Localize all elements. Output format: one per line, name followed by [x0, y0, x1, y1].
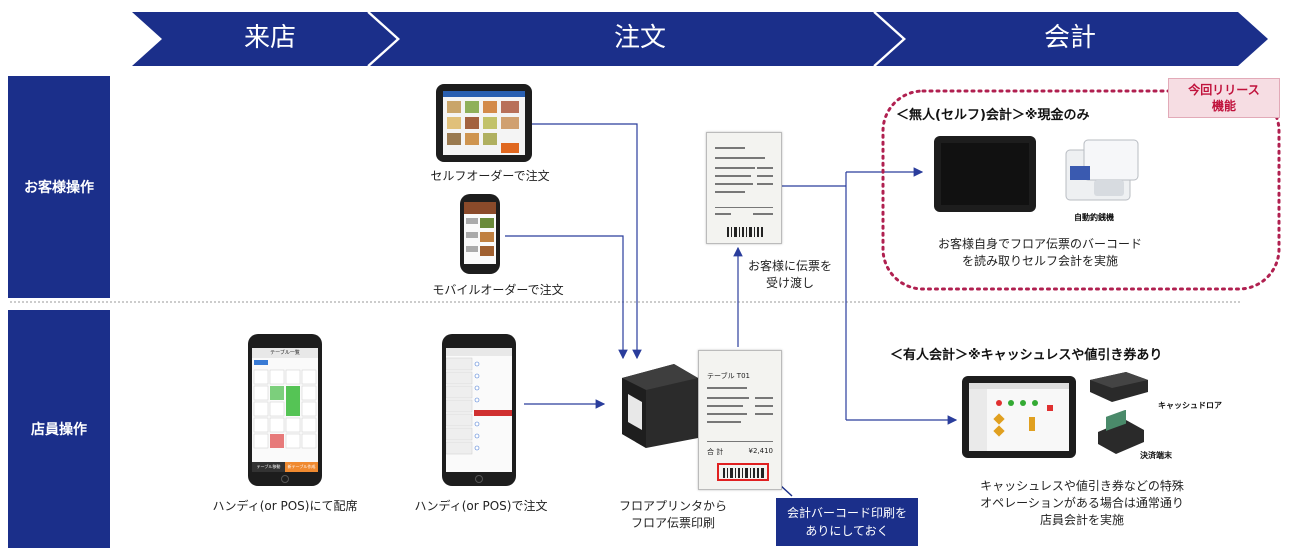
printer-caption: フロアプリンタから フロア伝票印刷 — [608, 498, 738, 532]
mobile-order-caption: モバイルオーダーで注文 — [432, 283, 564, 297]
process-header — [132, 11, 1268, 67]
new-table-button[interactable]: 新テーブル作成 — [285, 462, 318, 472]
barcode-callout-line2: ありにしておく — [805, 524, 889, 538]
barcode-icon — [723, 468, 764, 478]
payment-terminal — [1098, 410, 1144, 454]
handover-caption-line2: 受け渡し — [765, 276, 814, 290]
barcode-callout-line1: 会計バーコード印刷を — [786, 506, 907, 520]
mobile-menu-screen — [464, 202, 496, 256]
staff-checkout-caption-line3: 店員会計を実施 — [1039, 513, 1124, 527]
handy-seat-phone: テーブル一覧 テーブル移動 新テーブル作成 — [248, 334, 322, 486]
handy-order-phone — [442, 334, 516, 486]
table-grid — [253, 360, 317, 449]
step-checkout-label: 会計 — [1043, 23, 1096, 53]
handover-caption-line1: お客様に伝票を — [747, 259, 832, 273]
self-checkout-tablet — [934, 136, 1036, 212]
menu-screen — [443, 91, 525, 153]
staff-checkout-caption: キャッシュレスや値引き券などの特殊 オペレーションがある場合は通常通り 店員会計… — [952, 478, 1212, 529]
pos-tablet — [962, 376, 1076, 458]
table-list-title: テーブル一覧 — [252, 348, 318, 358]
cash-drawer — [1090, 372, 1148, 402]
receipt-total-value: ¥2,410 — [748, 447, 774, 455]
step-visit-chevron — [132, 12, 398, 66]
pos-floor-screen — [969, 383, 1069, 451]
staff-checkout-caption-line1: キャッシュレスや値引き券などの特殊 — [980, 479, 1184, 493]
barcode-callout: 会計バーコード印刷を ありにしておく — [776, 498, 918, 546]
row-label-customer: お客様操作 — [8, 76, 110, 298]
floor-printer — [622, 364, 698, 448]
release-badge-line1: 今回リリース — [1188, 83, 1260, 97]
row-label-staff: 店員操作 — [8, 310, 110, 548]
barcode-highlight — [717, 463, 769, 481]
printer-caption-line2: フロア伝票印刷 — [630, 516, 715, 530]
receipt-lower: テーブル T01 合 計 ¥2,410 — [698, 350, 782, 490]
auto-change-machine — [1065, 139, 1139, 201]
barcode-icon — [727, 227, 763, 237]
self-order-tablet — [436, 84, 532, 162]
move-table-button[interactable]: テーブル移動 — [252, 462, 285, 472]
self-checkout-caption-line2: を読み取りセルフ会計を実施 — [961, 254, 1118, 268]
staff-checkout-caption-line2: オペレーションがある場合は通常通り — [980, 496, 1184, 510]
self-checkout-caption: お客様自身でフロア伝票のバーコード を読み取りセルフ会計を実施 — [920, 236, 1160, 270]
self-checkout-heading: ＜無人(セルフ)会計＞※現金のみ — [896, 108, 1090, 123]
payment-terminal-label: 決済端末 — [1140, 451, 1172, 460]
receipt-table: テーブル T01 — [707, 372, 750, 380]
staff-checkout-heading: ＜有人会計＞※キャッシュレスや値引き券あり — [890, 348, 1163, 363]
order-entry-screen — [446, 348, 512, 455]
step-visit-label: 来店 — [243, 23, 296, 53]
handy-seat-caption: ハンディ(or POS)にて配席 — [212, 499, 358, 513]
receipt-total-label: 合 計 — [707, 448, 724, 456]
printer-caption-line1: フロアプリンタから — [618, 499, 727, 513]
self-checkout-caption-line1: お客様自身でフロア伝票のバーコード — [937, 237, 1142, 251]
mobile-order-phone — [460, 194, 500, 274]
handy-order-caption: ハンディ(or POS)で注文 — [414, 499, 548, 513]
release-badge-line2: 機能 — [1211, 99, 1236, 113]
self-checkout-dotted-frame — [881, 89, 1281, 291]
cash-drawer-label: キャッシュドロア — [1158, 401, 1222, 410]
step-checkout-chevron — [876, 12, 1268, 66]
row-divider — [10, 301, 1240, 303]
receipt-upper — [706, 132, 782, 244]
row-label-customer-text: お客様操作 — [24, 180, 94, 196]
step-order-chevron — [370, 12, 904, 66]
step-order-label: 注文 — [613, 23, 666, 53]
release-badge: 今回リリース 機能 — [1168, 78, 1280, 118]
handover-caption: お客様に伝票を 受け渡し — [730, 258, 850, 292]
auto-change-machine-label: 自動釣銭機 — [1074, 213, 1114, 222]
row-label-staff-text: 店員操作 — [31, 422, 87, 438]
self-order-caption: セルフオーダーで注文 — [430, 169, 550, 183]
